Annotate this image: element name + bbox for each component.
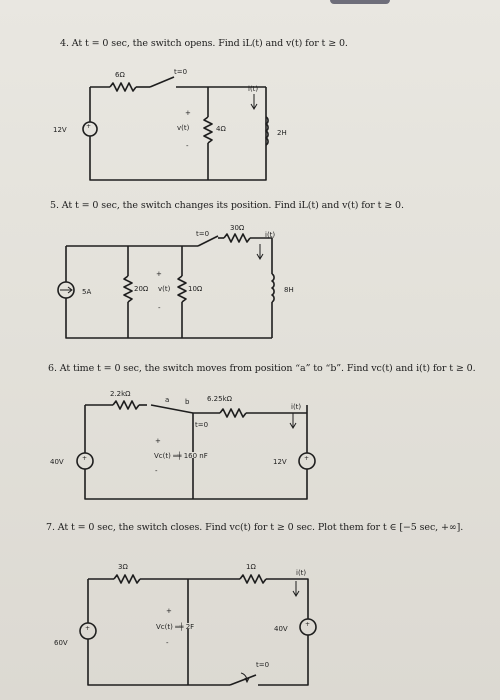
voltage-label: v(t): [158, 285, 171, 293]
current-arrow-icon: [256, 253, 264, 260]
switch-label: t=0: [195, 421, 208, 429]
resistor-3ohm-icon: [113, 574, 141, 584]
current-label: i(t): [248, 85, 258, 93]
r-series-label: 6Ω: [115, 71, 125, 79]
resistor-20ohm-icon: [123, 275, 133, 303]
voltage-label: v(t): [177, 124, 190, 132]
switch-label: t=0: [174, 68, 187, 76]
circuit-6: + 40V + 12V 2.2kΩ a b t=0 6.25kΩ i(t) + …: [50, 390, 316, 500]
switch-label: t=0: [196, 230, 209, 238]
voltage-source-60v-icon: [79, 622, 97, 640]
v-minus: -: [158, 304, 161, 312]
svg-text:+: +: [305, 621, 310, 628]
voltage-source-12v-icon: [298, 452, 316, 470]
resistor-6-25k-icon: [219, 408, 247, 418]
r1-label: 20Ω: [134, 285, 149, 293]
circuit-4: + 12V 6Ω t=0 + v(t) - 4Ω 2H i(t): [53, 68, 287, 181]
v-plus: +: [156, 270, 162, 278]
resistor-10ohm-icon: [177, 275, 187, 303]
r-left-label: 2.2kΩ: [110, 390, 131, 398]
v-plus: +: [185, 109, 191, 117]
current-arrow-icon: [289, 422, 297, 429]
r2-label: 10Ω: [188, 285, 203, 293]
inductor-8h-icon: [271, 273, 275, 303]
switch-label: t=0: [256, 661, 269, 669]
pos-b-label: b: [185, 398, 190, 406]
svg-text:+: +: [304, 455, 309, 462]
src-right-label: 12V: [273, 458, 287, 466]
src-right-label: 40V: [274, 625, 288, 633]
resistor-6ohm-icon: [109, 82, 137, 92]
circuit-5: 5A 20Ω + v(t) 10Ω - t=0 30Ω 8H i(t): [57, 224, 294, 339]
r-right-label: 6.25kΩ: [207, 395, 233, 403]
cap-minus: -: [155, 467, 158, 475]
top-edge-strip: [330, 0, 390, 4]
circuit-7: + 60V 3Ω 1Ω i(t) + 40V + Vc(t) ═╪ 2F - t…: [54, 563, 317, 686]
svg-text:+: +: [86, 123, 91, 130]
r-top-label: 30Ω: [230, 224, 245, 232]
source-label: 12V: [53, 126, 67, 134]
v-minus: -: [186, 142, 189, 150]
cap-label: Vc(t) ═╪ 160 nF: [154, 451, 208, 460]
resistor-30ohm-icon: [223, 233, 251, 243]
switch-blade-icon: [149, 76, 175, 88]
switch-blade-icon: [229, 674, 257, 686]
switch-blade-icon: [197, 235, 219, 247]
inductor-label: 8H: [284, 286, 294, 294]
r-right-label: 1Ω: [246, 563, 256, 571]
problem-6-text: 6. At time t = 0 sec, the switch moves f…: [48, 363, 476, 374]
current-label: i(t): [265, 231, 275, 239]
resistor-4ohm-icon: [203, 116, 213, 144]
current-source-5a-icon: [57, 281, 75, 299]
current-label: i(t): [291, 403, 301, 411]
current-arrow-icon: [250, 103, 258, 110]
pos-a-label: a: [165, 396, 169, 404]
cap-plus: +: [166, 607, 172, 615]
voltage-source-40v-icon: [76, 452, 94, 470]
problem-7-text: 7. At t = 0 sec, the switch closes. Find…: [46, 522, 464, 533]
r-left-label: 3Ω: [118, 563, 128, 571]
cap-label: Vc(t) ═╪ 2F: [156, 622, 194, 631]
resistor-1ohm-icon: [239, 574, 267, 584]
cap-plus: +: [155, 437, 161, 445]
src-left-label: 40V: [50, 458, 64, 466]
voltage-source-12v-icon: [82, 121, 98, 137]
src-left-label: 60V: [54, 639, 68, 647]
r-shunt-label: 4Ω: [216, 125, 226, 133]
inductor-label: 2H: [277, 129, 287, 137]
inductor-2h-icon: [265, 116, 269, 146]
svg-text:+: +: [85, 625, 90, 632]
current-arrow-icon: [292, 590, 300, 597]
source-label: 5A: [82, 288, 91, 296]
resistor-2-2k-icon: [112, 400, 140, 410]
cap-minus: -: [166, 639, 169, 647]
problem-4-text: 4. At t = 0 sec, the switch opens. Find …: [60, 38, 348, 49]
problem-5-text: 5. At t = 0 sec, the switch changes its …: [50, 200, 404, 211]
svg-text:+: +: [82, 455, 87, 462]
current-label: i(t): [296, 569, 306, 577]
switch-blade-icon: [150, 404, 194, 414]
